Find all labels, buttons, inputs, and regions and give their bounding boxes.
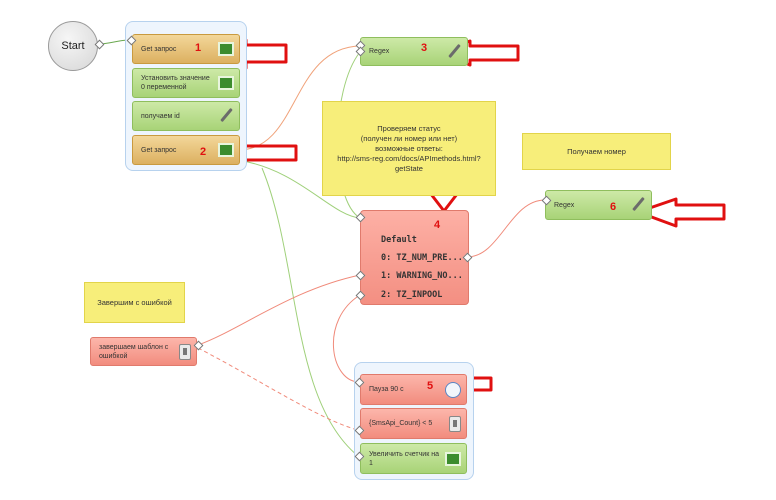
pen-icon	[446, 45, 462, 59]
marker-4: 4	[434, 219, 441, 231]
pen-icon	[630, 198, 646, 212]
switch-case-2[interactable]: 2: TZ_INPOOL	[381, 290, 443, 300]
set-variable-block[interactable]: Установить значение 0 переменной	[132, 68, 240, 98]
spreadsheet-icon	[445, 451, 461, 466]
get-request-block-2[interactable]: Get запрос	[132, 135, 240, 165]
switch-case-0[interactable]: 0: TZ_NUM_PRE...	[381, 253, 463, 263]
marker-2: 2	[200, 146, 207, 158]
marker-6: 6	[610, 201, 617, 213]
fail-template-block[interactable]: завершаем шаблон с ошибкой	[90, 337, 197, 366]
clock-icon	[445, 381, 461, 398]
get-id-block[interactable]: получаем id	[132, 101, 240, 131]
note-finish-error: Завершим с ошибкой	[84, 282, 185, 323]
pause-block[interactable]: Пауза 90 с	[360, 374, 467, 405]
note-check-status: Проверяем статус (получен ли номер или н…	[322, 101, 496, 196]
connector-switch-fail	[197, 274, 361, 346]
regex-block-1[interactable]: Regex	[360, 37, 468, 66]
connector-switch-pause	[333, 294, 361, 383]
connector-group-switch	[237, 159, 361, 219]
connector-fail-counter	[197, 347, 359, 431]
marker-3: 3	[421, 42, 428, 54]
phone-icon	[179, 343, 191, 360]
get-request-block-1[interactable]: Get запрос	[132, 34, 240, 64]
red-arrow-6	[636, 197, 726, 228]
spreadsheet-icon	[218, 143, 234, 157]
increment-block[interactable]: Увеличить счетчик на 1	[360, 443, 467, 474]
connector-switch-regex	[466, 199, 546, 258]
note-get-number: Получаем номер	[522, 133, 671, 170]
marker-5: 5	[427, 380, 434, 392]
connector-group-increment	[261, 167, 359, 457]
spreadsheet-icon	[218, 42, 234, 56]
switch-case-1[interactable]: 1: WARNING_NO...	[381, 271, 463, 281]
switch-title: Default	[381, 235, 417, 245]
counter-check-block[interactable]: {SmsApi_Count} < 5	[360, 408, 467, 439]
switch-block[interactable]: Default 0: TZ_NUM_PRE... 1: WARNING_NO..…	[360, 210, 469, 305]
spreadsheet-icon	[218, 76, 234, 90]
regex-block-2[interactable]: Regex	[545, 190, 652, 220]
phone-icon	[449, 415, 461, 432]
start-node[interactable]: Start	[48, 21, 98, 71]
red-arrow-3	[434, 39, 520, 67]
marker-1: 1	[195, 42, 202, 54]
pen-icon	[218, 109, 234, 123]
